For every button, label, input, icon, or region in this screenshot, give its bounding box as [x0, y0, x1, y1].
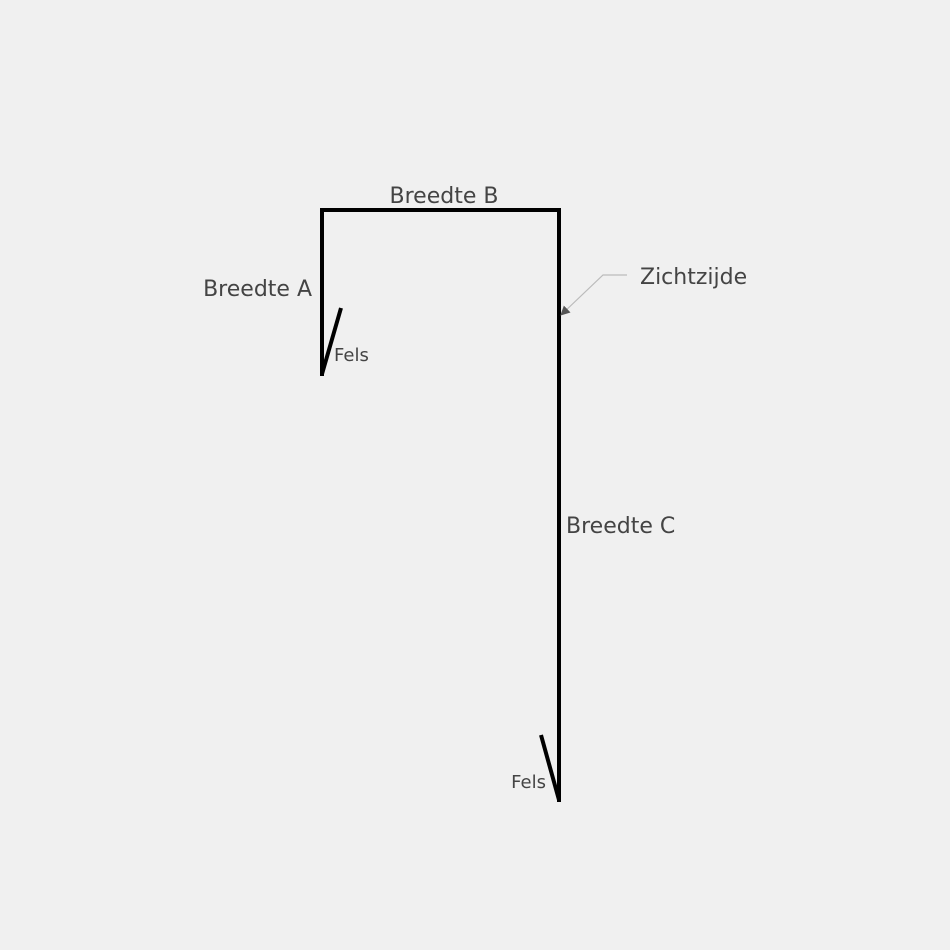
label-width-a: Breedte A — [203, 277, 312, 302]
label-width-b: Breedte B — [390, 184, 499, 209]
visible-side-leader — [560, 274, 627, 316]
hem-left-line — [320, 307, 343, 375]
label-hem-left: Fels — [334, 345, 369, 366]
label-width-c: Breedte C — [566, 514, 675, 539]
profile-line — [320, 208, 561, 802]
label-hem-right: Fels — [511, 772, 546, 793]
hem-right-line — [539, 734, 561, 801]
label-visible-side: Zichtzijde — [640, 265, 747, 290]
